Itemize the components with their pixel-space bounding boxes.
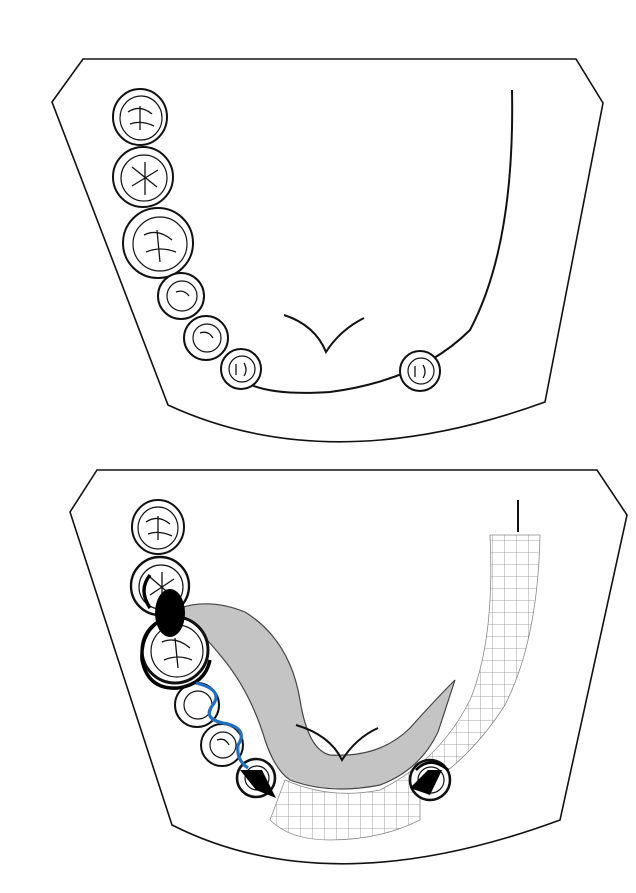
clasp-arm-molar xyxy=(140,616,212,690)
major-connector-lingual-bar xyxy=(179,603,456,790)
tongue-mark-top xyxy=(283,314,365,355)
tooth-premolar-1-top xyxy=(183,315,229,361)
tooth-molar-2-top xyxy=(112,146,174,208)
wire-clasp xyxy=(195,681,249,770)
panel-top-arch xyxy=(51,58,604,443)
tongue-mark-bottom xyxy=(295,724,379,763)
tooth-molar-3-top xyxy=(112,88,168,146)
tooth-premolar-2-top xyxy=(157,272,205,320)
rest-canine-right xyxy=(410,770,442,795)
tooth-canine-right-top xyxy=(399,350,441,392)
tooth-canine-left-top xyxy=(220,348,262,390)
rest-canine-left xyxy=(240,770,276,798)
mesh-retention-grid xyxy=(269,534,541,841)
occlusal-rest xyxy=(155,589,185,637)
tooth-molar-3-bottom xyxy=(131,499,185,555)
clasp-arm-molar-2 xyxy=(142,573,152,609)
arch-outline-bottom xyxy=(69,469,628,865)
panel-bottom-arch xyxy=(69,469,628,865)
tooth-molar-1-top xyxy=(122,207,194,279)
arch-ridge-top xyxy=(244,89,514,394)
clasp-canine-right xyxy=(415,761,449,772)
